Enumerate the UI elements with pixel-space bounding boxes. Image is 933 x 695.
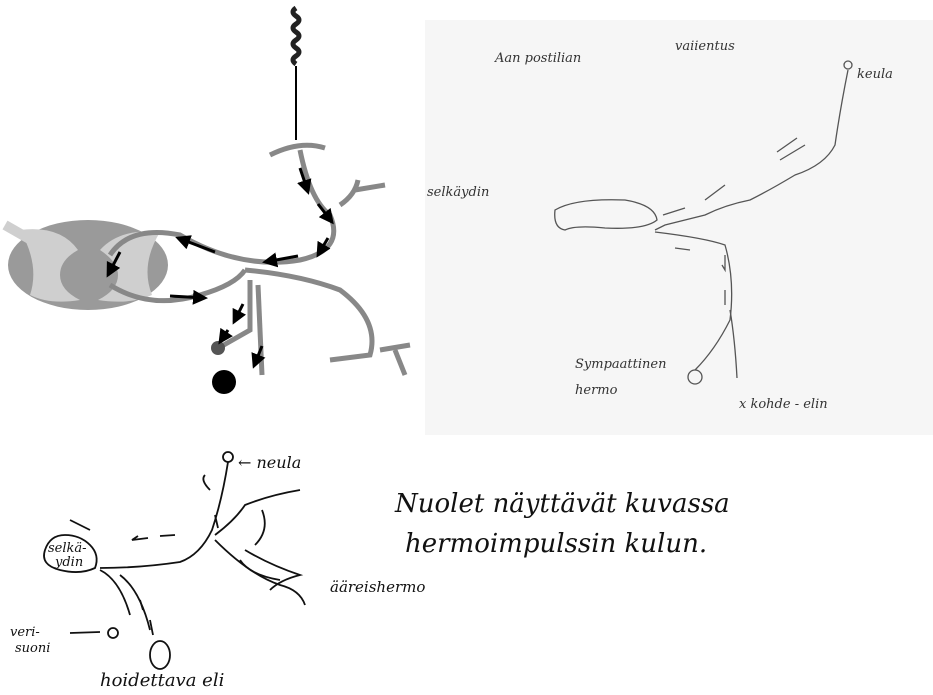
- blood-vessel-icon: [211, 341, 225, 355]
- sketch-label-top-left: Aan postilian: [494, 51, 581, 66]
- sketch-label-sympathetic: Sympaattinen: [575, 357, 666, 372]
- sketch-label-spine: selkäydin: [427, 185, 489, 200]
- hand-label-vessel-2: suoni: [15, 641, 50, 656]
- hand-note-line-1: Nuolet näyttävät kuvassa: [394, 489, 730, 519]
- hand-label-vessel-1: veri-: [10, 625, 40, 640]
- sketch-label-sympathetic-2: hermo: [575, 383, 618, 398]
- sketch-ganglion-icon: [688, 370, 702, 384]
- hand-label-needle: ← neula: [238, 453, 301, 472]
- hand-label-spine-1: selkä-: [48, 541, 87, 556]
- hand-organ-icon: [150, 641, 170, 669]
- pencil-sketch: Aan postilian vaiientus keula selkäydin …: [425, 20, 933, 435]
- needle-icon: [293, 8, 299, 140]
- handwritten-diagram: ← neula selkä- ydin ääreishermo veri- su…: [0, 440, 933, 695]
- sketch-svg: Aan postilian vaiientus keula selkäydin …: [425, 20, 933, 435]
- hand-label-organ: hoidettava eli: [100, 670, 224, 691]
- anatomical-illustration: [0, 0, 425, 420]
- hand-note-line-2: hermoimpulssin kulun.: [405, 529, 707, 559]
- illustration-svg: [0, 0, 425, 420]
- sketch-needle-icon: [844, 61, 852, 69]
- hand-vessel-icon: [108, 628, 118, 638]
- sketch-label-top-mid: vaiientus: [675, 39, 735, 54]
- sketch-label-needle: keula: [857, 67, 893, 82]
- sketch-lines: [555, 61, 852, 384]
- hand-label-spine-2: ydin: [54, 555, 83, 570]
- hand-label-peripheral: ääreishermo: [330, 578, 425, 596]
- sketch-label-target: x kohde - elin: [739, 397, 828, 412]
- hand-needle-icon: [223, 452, 233, 462]
- target-organ-icon: [212, 370, 236, 394]
- handwritten-svg: ← neula selkä- ydin ääreishermo veri- su…: [0, 440, 933, 695]
